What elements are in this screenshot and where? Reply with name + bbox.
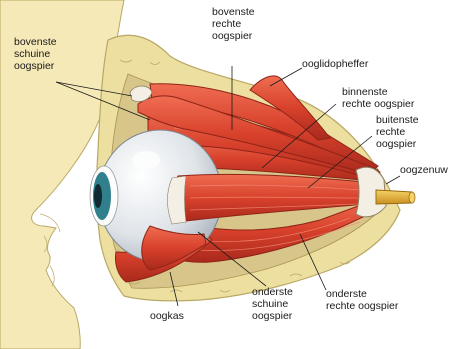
label-inferior-oblique: onderste schuine oogspier [252,286,293,322]
label-superior-rectus: bovenste rechte oogspier [212,6,255,42]
optic-nerve-end [409,192,415,203]
lateral-rectus-tendon [168,176,187,224]
label-levator: ooglidopheffer [302,58,368,70]
optic-nerve [376,190,412,204]
label-superior-oblique: bovenste schuine oogspier [14,36,57,72]
label-medial-rectus: binnenste rechte oogspier [342,86,414,110]
label-optic-nerve: oogzenuw [400,164,448,176]
pupil [94,184,102,208]
eye-highlight [132,151,160,169]
label-inferior-rectus: onderste rechte oogspier [326,288,398,312]
label-lateral-rectus: buitenste rechte oogspier [376,114,419,150]
label-orbit: oogkas [150,310,184,322]
